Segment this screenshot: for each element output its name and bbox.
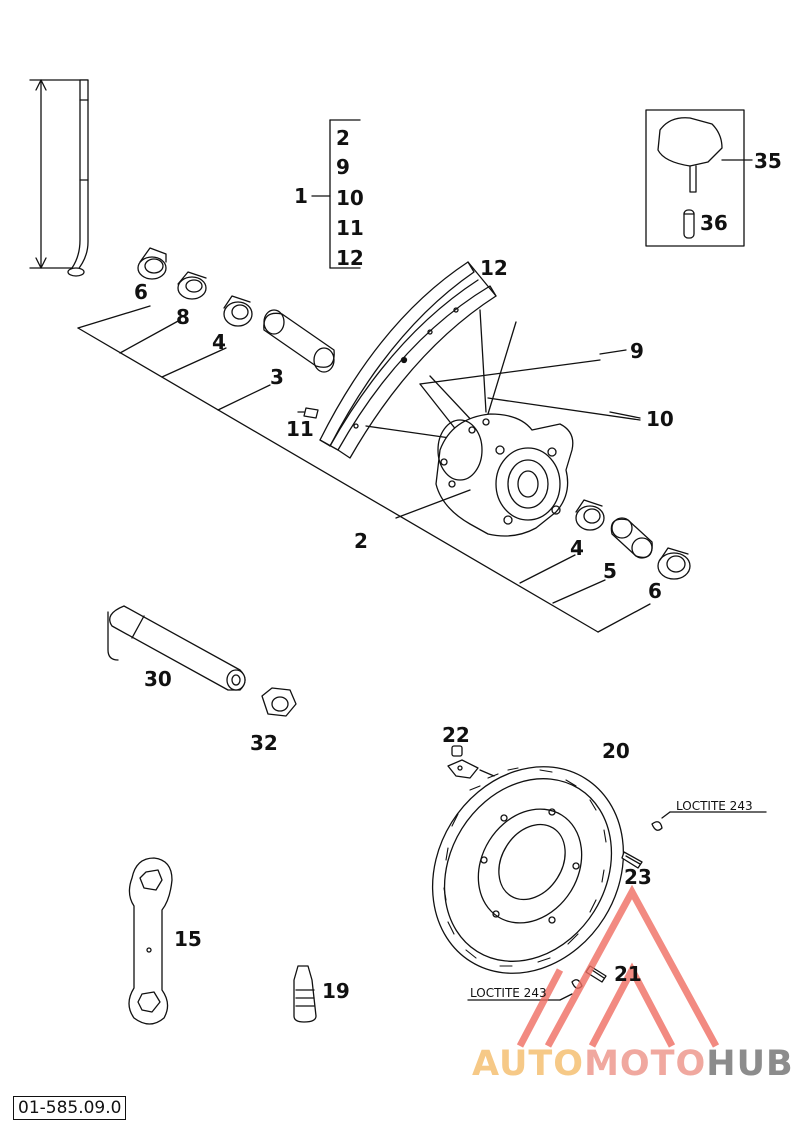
bolt-23: [621, 811, 767, 869]
brand-part-moto: MOTO: [584, 1044, 707, 1084]
label-10: 10: [646, 407, 674, 431]
spacer-sleeve-3: [263, 309, 335, 373]
axle-30: [107, 605, 246, 691]
label-6-top: 6: [134, 280, 148, 304]
label-kit-2: 2: [336, 126, 350, 150]
bearing-4-left: [223, 295, 253, 327]
spacer-8: [177, 271, 207, 300]
label-4-bottom: 4: [570, 536, 584, 560]
part-labels: 1 2 9 10 11 12 6 8 4 3 11 12 9 10 2 4 5 …: [134, 126, 782, 1003]
label-19: 19: [322, 979, 350, 1003]
label-30: 30: [144, 667, 172, 691]
label-32: 32: [250, 731, 278, 755]
seal-ring-6-left: [137, 247, 167, 280]
label-23: 23: [624, 865, 652, 889]
label-2: 2: [354, 529, 368, 553]
grease-tube-19: [293, 965, 317, 1023]
label-kit-11: 11: [336, 216, 364, 240]
watermark-logo: [516, 884, 720, 1048]
label-12: 12: [480, 256, 508, 280]
label-4-top: 4: [212, 330, 226, 354]
label-22: 22: [442, 723, 470, 747]
label-11: 11: [286, 417, 314, 441]
wrench-15: [128, 857, 173, 1025]
label-3: 3: [270, 365, 284, 389]
label-5: 5: [603, 559, 617, 583]
bearing-4-right: [575, 499, 605, 531]
left-leader-lines: [77, 305, 651, 633]
watermark-brand-text: AUTOMOTOHUB: [472, 1044, 794, 1084]
hub-2: [395, 413, 574, 537]
label-8: 8: [176, 305, 190, 329]
label-15: 15: [174, 927, 202, 951]
spoke-nipple-11: [297, 407, 319, 419]
label-kit-12: 12: [336, 246, 364, 270]
spoke-gauge-drawing: [29, 79, 89, 277]
brand-part-hub: HUB: [706, 1044, 794, 1084]
label-21: 21: [614, 962, 642, 986]
label-36: 36: [700, 211, 728, 235]
drawing-code: 01-585.09.0: [13, 1096, 127, 1120]
seal-ring-6-right: [657, 547, 691, 580]
label-kit-10: 10: [336, 186, 364, 210]
kit-bracket: [311, 119, 361, 269]
label-6-bottom: 6: [648, 579, 662, 603]
label-35: 35: [754, 149, 782, 173]
loctite-label-bottom: LOCTITE 243: [470, 986, 547, 1000]
label-20: 20: [602, 739, 630, 763]
brand-part-auto: AUTO: [472, 1044, 585, 1084]
label-9: 9: [630, 339, 644, 363]
rim-12: [319, 261, 497, 459]
label-kit-9: 9: [336, 155, 350, 179]
spacer-5: [610, 517, 653, 559]
clip-22: [447, 745, 495, 779]
valve-cap-inset: [645, 109, 753, 247]
brake-disc-20: [431, 766, 625, 974]
loctite-label-top: LOCTITE 243: [676, 799, 753, 813]
label-1: 1: [294, 184, 308, 208]
axle-nut-32: [261, 687, 297, 717]
